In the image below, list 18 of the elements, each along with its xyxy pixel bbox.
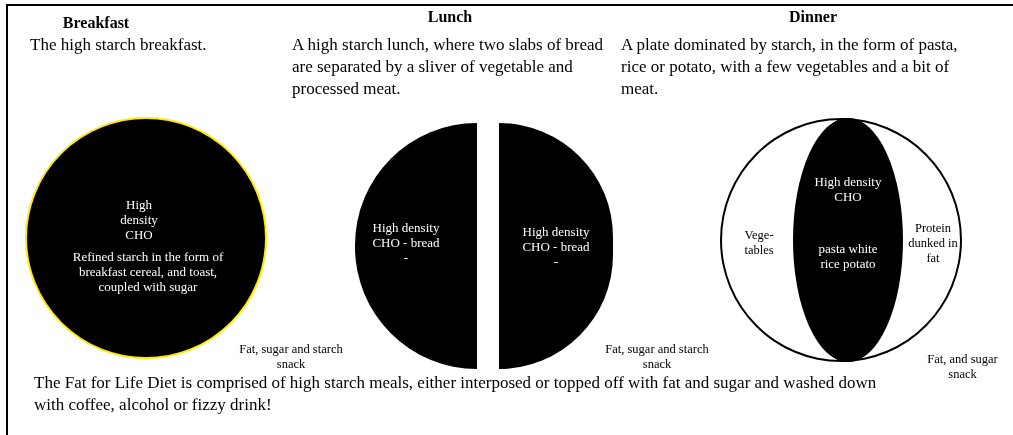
meal-heading: Lunch <box>426 7 474 27</box>
food-label: Refined starch in the form of breakfast cereal, and toast, coupled with sugar <box>71 249 225 294</box>
meal-description: A plate dominated by starch, in the form of pasta, rice or potato, with a few vegetables and a bit of meat. <box>621 34 959 100</box>
meal-description: The high starch breakfast. <box>30 34 208 56</box>
food-label: High density CHO - bread - <box>371 220 441 265</box>
food-label: Protein dunked in fat <box>907 221 959 266</box>
food-label: Vege- tables <box>743 228 775 258</box>
food-label: High density CHO <box>813 174 883 204</box>
food-label: High density CHO <box>119 197 159 242</box>
snack-label: Fat, sugar and starch snack <box>238 342 344 372</box>
caption-text: The Fat for Life Diet is comprised of high starch meals, either interposed or topped off with fat and sugar and washed down with coffee, alcohol or fizzy drink! <box>34 372 878 416</box>
food-label: High density CHO - bread - <box>521 224 591 269</box>
food-label: pasta white rice potato <box>817 241 879 271</box>
meal-description: A high starch lunch, where two slabs of bread are separated by a sliver of vegetable and processed meat. <box>292 34 605 100</box>
meal-heading: Dinner <box>788 7 838 27</box>
snack-label: Fat, and sugar snack <box>926 352 999 382</box>
snack-label: Fat, sugar and starch snack <box>604 342 710 372</box>
meal-heading: Breakfast <box>61 13 131 33</box>
